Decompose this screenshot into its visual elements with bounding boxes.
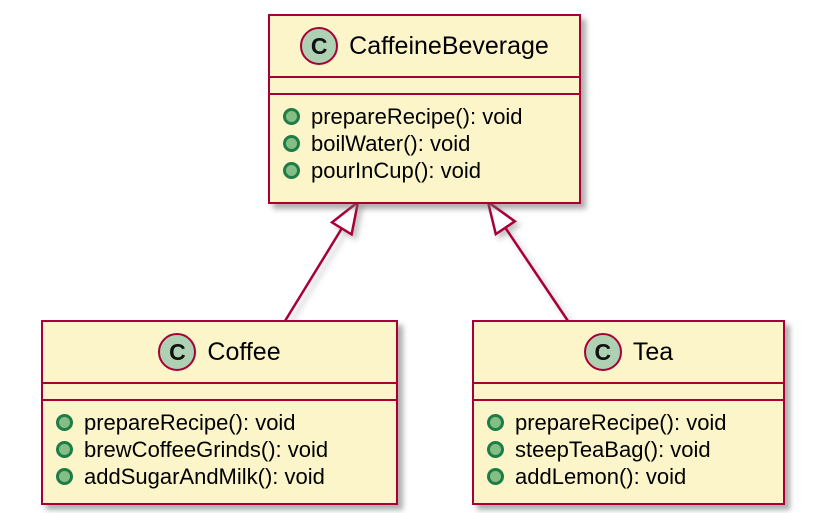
class-title-tea: C Tea: [474, 322, 783, 384]
class-title-caffeinebeverage: C CaffeineBeverage: [270, 16, 579, 78]
method-item: pourInCup(): void: [283, 157, 569, 184]
public-visibility-icon: [56, 414, 73, 431]
method-label: brewCoffeeGrinds(): void: [84, 437, 329, 462]
method-item: boilWater(): void: [283, 130, 569, 157]
class-name: Coffee: [207, 337, 281, 366]
inheritance-edge-tea: [485, 199, 570, 322]
edge-line-tea: [504, 227, 570, 322]
class-methods-compartment: prepareRecipe(): void boilWater(): void …: [270, 95, 579, 202]
class-methods-compartment: prepareRecipe(): void steepTeaBag(): voi…: [474, 401, 783, 503]
public-visibility-icon: [487, 414, 504, 431]
class-title-coffee: C Coffee: [43, 322, 396, 384]
method-label: steepTeaBag(): void: [515, 437, 711, 462]
method-label: addLemon(): void: [515, 464, 687, 489]
inheritance-edge-coffee: [283, 198, 360, 322]
method-item: brewCoffeeGrinds(): void: [56, 436, 386, 463]
method-item: addLemon(): void: [487, 463, 773, 490]
edge-line-coffee: [283, 227, 343, 322]
method-label: addSugarAndMilk(): void: [84, 464, 325, 489]
class-fields-compartment: [43, 384, 396, 401]
class-icon: C: [300, 27, 339, 65]
class-icon: C: [158, 333, 197, 371]
method-item: prepareRecipe(): void: [283, 103, 569, 130]
class-box-coffee: C Coffee prepareRecipe(): void brewCoffe…: [41, 320, 398, 505]
method-label: prepareRecipe(): void: [311, 104, 523, 129]
method-item: addSugarAndMilk(): void: [56, 463, 386, 490]
method-label: prepareRecipe(): void: [84, 410, 296, 435]
method-label: pourInCup(): void: [311, 158, 481, 183]
public-visibility-icon: [487, 441, 504, 458]
method-item: prepareRecipe(): void: [487, 409, 773, 436]
public-visibility-icon: [283, 108, 300, 125]
method-label: prepareRecipe(): void: [515, 410, 727, 435]
public-visibility-icon: [56, 441, 73, 458]
class-name: CaffeineBeverage: [349, 31, 549, 60]
method-label: boilWater(): void: [311, 131, 471, 156]
method-item: prepareRecipe(): void: [56, 409, 386, 436]
class-box-tea: C Tea prepareRecipe(): void steepTeaBag(…: [472, 320, 785, 505]
public-visibility-icon: [283, 162, 300, 179]
method-item: steepTeaBag(): void: [487, 436, 773, 463]
class-box-caffeinebeverage: C CaffeineBeverage prepareRecipe(): void…: [268, 14, 581, 204]
class-icon: C: [583, 333, 622, 371]
public-visibility-icon: [56, 468, 73, 485]
inheritance-arrowhead-tea: [485, 199, 517, 237]
public-visibility-icon: [487, 468, 504, 485]
class-name: Tea: [632, 337, 674, 366]
public-visibility-icon: [283, 135, 300, 152]
class-fields-compartment: [474, 384, 783, 401]
class-fields-compartment: [270, 78, 579, 95]
inheritance-arrowhead-coffee: [329, 198, 360, 237]
class-methods-compartment: prepareRecipe(): void brewCoffeeGrinds()…: [43, 401, 396, 503]
